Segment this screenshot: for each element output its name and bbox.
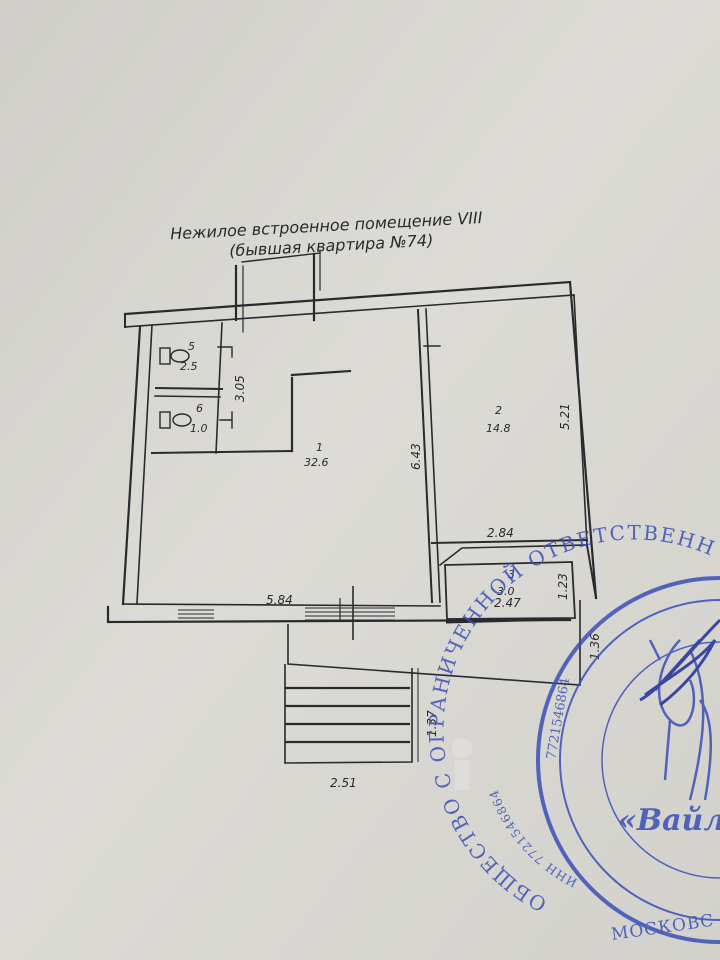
room3-area: 3.0 [497, 585, 515, 598]
bath-divider-h2 [154, 395, 221, 398]
partition-1-2-b [425, 308, 441, 603]
floor-plan-walls [106, 249, 598, 624]
door-bath1 [217, 346, 233, 358]
room2-area: 14.8 [486, 422, 511, 435]
room5-area: 2.5 [180, 360, 198, 373]
dimension-labels: 3.05 6.43 5.21 2.84 5.84 2.47 1.23 1.36 … [233, 375, 602, 790]
signature-scribble [639, 618, 720, 707]
dim-3-05: 3.05 [233, 375, 247, 402]
door-bath2 [219, 411, 233, 429]
dim-2-84: 2.84 [487, 526, 514, 540]
dim-6-43: 6.43 [409, 443, 423, 470]
room3-number: 3 [508, 568, 515, 581]
room1-number: 1 [316, 441, 323, 454]
window-left [178, 609, 214, 619]
dim-2-51: 2.51 [330, 776, 357, 790]
plumbing-fixtures [159, 347, 192, 429]
wall-bottom-outer [106, 605, 572, 624]
toilet-icon [159, 347, 190, 365]
window-center [305, 586, 395, 640]
dim-2-47: 2.47 [494, 596, 521, 610]
bottom-windows [178, 586, 566, 640]
wall-left-outer [121, 325, 142, 606]
wall-left-inner [136, 324, 153, 604]
stamp-emblem-icon [648, 639, 713, 801]
watermark-icon [452, 738, 472, 790]
wall-right-inner [573, 294, 588, 546]
dim-5-84: 5.84 [266, 593, 293, 607]
dim-5-21: 5.21 [558, 403, 572, 430]
door-top-span [241, 252, 321, 263]
dim-1-37: 1.37 [425, 710, 439, 737]
wall-top-inner [124, 294, 575, 328]
room2-number: 2 [495, 404, 502, 417]
wall-bottom-inner [122, 603, 441, 607]
corridor-wall-h [290, 369, 352, 377]
stairs-outline [284, 664, 413, 764]
stamp-company-name: «Вайл [618, 803, 720, 838]
room6-number: 6 [196, 402, 203, 415]
wall-top-outer [123, 280, 598, 600]
room2-bottom-wall [430, 538, 589, 545]
bath-bottom [150, 449, 294, 455]
room3-box [444, 561, 576, 620]
wall-right-lower [585, 543, 598, 600]
room-labels: 5 2.5 6 1.0 1 32.6 2 14.8 3 3.0 [180, 340, 515, 598]
room1-area: 32.6 [304, 456, 329, 469]
room6-area: 1.0 [190, 422, 208, 435]
window-right-mark [445, 617, 566, 624]
partition-1-2-a [416, 308, 434, 604]
dim-1-36: 1.36 [588, 633, 602, 660]
sink-icon [159, 411, 192, 429]
dim-1-23: 1.23 [556, 573, 570, 600]
bath-divider-h1 [154, 386, 224, 391]
room3-top-a [438, 544, 588, 567]
room5-number: 5 [188, 340, 195, 353]
